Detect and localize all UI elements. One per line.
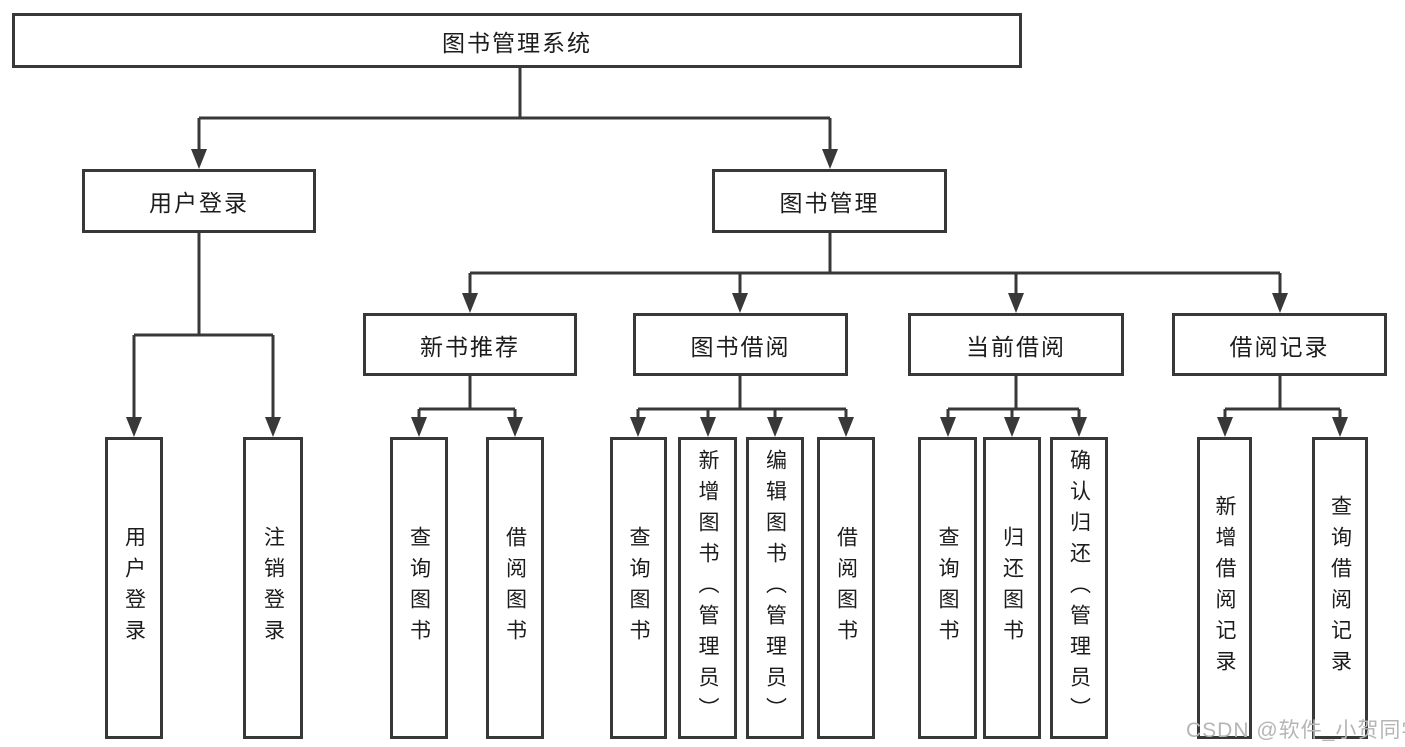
- arrowhead: [1008, 293, 1024, 313]
- connector-root-split: [191, 68, 838, 169]
- node-root: 图书管理系统: [12, 13, 1022, 68]
- watermark-text: CSDN @软件_小贺同学: [1186, 719, 1405, 742]
- node-book-mgmt: 图书管理: [712, 169, 947, 233]
- arrowhead: [126, 417, 142, 437]
- arrowhead: [732, 293, 748, 313]
- arrowhead: [265, 417, 281, 437]
- leaf-user-login: 用户登录: [105, 437, 163, 739]
- arrowhead: [1332, 417, 1348, 437]
- connector-book-mgmt-split: [462, 233, 1288, 313]
- leaf-add-books-admin-label: 新增图书（管理员）: [696, 448, 719, 728]
- connector-current-borrow-split: [940, 376, 1087, 437]
- leaf-query-borrow-record: 查询借阅记录: [1312, 437, 1368, 739]
- arrowhead: [411, 417, 427, 437]
- leaf-query-books-borrow: 查询图书: [610, 437, 667, 739]
- leaf-query-books-borrow-label: 查询图书: [627, 526, 650, 650]
- arrowhead: [507, 417, 523, 437]
- node-borrow-records: 借阅记录: [1172, 313, 1387, 376]
- leaf-borrow-books-recommend: 借阅图书: [486, 437, 544, 739]
- leaf-edit-books-admin-label: 编辑图书（管理员）: [763, 448, 787, 728]
- leaf-confirm-return-admin-label: 确认归还（管理员）: [1067, 448, 1091, 728]
- leaf-query-books-recommend: 查询图书: [390, 437, 448, 739]
- connector-book-borrow-split: [630, 376, 854, 437]
- connector-new-book-split: [411, 376, 523, 437]
- arrowhead: [767, 417, 783, 437]
- leaf-confirm-return-admin: 确认归还（管理员）: [1050, 437, 1108, 739]
- arrowhead: [1217, 417, 1233, 437]
- node-book-borrow-label: 图书借阅: [690, 333, 791, 360]
- leaf-add-borrow-record: 新增借阅记录: [1197, 437, 1252, 739]
- arrowhead: [1004, 417, 1020, 437]
- leaf-edit-books-admin: 编辑图书（管理员）: [746, 437, 804, 739]
- leaf-borrow-books-label: 借阅图书: [834, 526, 858, 650]
- leaf-logout: 注销登录: [243, 437, 303, 739]
- connector-borrow-records-split: [1217, 376, 1348, 437]
- leaf-query-books-current: 查询图书: [918, 437, 977, 739]
- leaf-logout-label: 注销登录: [261, 526, 285, 650]
- arrowhead: [940, 417, 956, 437]
- leaf-borrow-books-recommend-label: 借阅图书: [503, 526, 527, 650]
- leaf-query-books-current-label: 查询图书: [936, 526, 959, 650]
- leaf-query-borrow-record-label: 查询借阅记录: [1328, 495, 1352, 681]
- arrowhead: [838, 417, 854, 437]
- leaf-return-books: 归还图书: [983, 437, 1041, 739]
- leaf-return-books-label: 归还图书: [1000, 526, 1024, 650]
- leaf-query-books-recommend-label: 查询图书: [407, 526, 431, 650]
- node-borrow-records-label: 借阅记录: [1229, 333, 1330, 360]
- leaf-add-borrow-record-label: 新增借阅记录: [1213, 495, 1236, 681]
- node-current-borrow: 当前借阅: [908, 313, 1124, 376]
- leaf-add-books-admin: 新增图书（管理员）: [678, 437, 737, 739]
- arrowhead: [630, 417, 646, 437]
- arrowhead: [1071, 417, 1087, 437]
- connector-user-login-split: [126, 233, 281, 437]
- arrowhead: [1272, 293, 1288, 313]
- node-book-mgmt-label: 图书管理: [779, 190, 880, 216]
- node-new-book-recommend-label: 新书推荐: [420, 333, 520, 360]
- node-user-login: 用户登录: [82, 169, 316, 233]
- node-user-login-label: 用户登录: [149, 190, 249, 216]
- node-new-book-recommend: 新书推荐: [363, 313, 577, 376]
- node-current-borrow-label: 当前借阅: [966, 333, 1066, 360]
- leaf-borrow-books: 借阅图书: [817, 437, 875, 739]
- arrowhead: [191, 149, 207, 169]
- node-book-borrow: 图书借阅: [633, 313, 848, 376]
- arrowhead: [822, 149, 838, 169]
- arrowhead: [700, 417, 716, 437]
- node-root-label: 图书管理系统: [442, 29, 592, 56]
- arrowhead: [462, 293, 478, 313]
- leaf-user-login-label: 用户登录: [122, 526, 146, 650]
